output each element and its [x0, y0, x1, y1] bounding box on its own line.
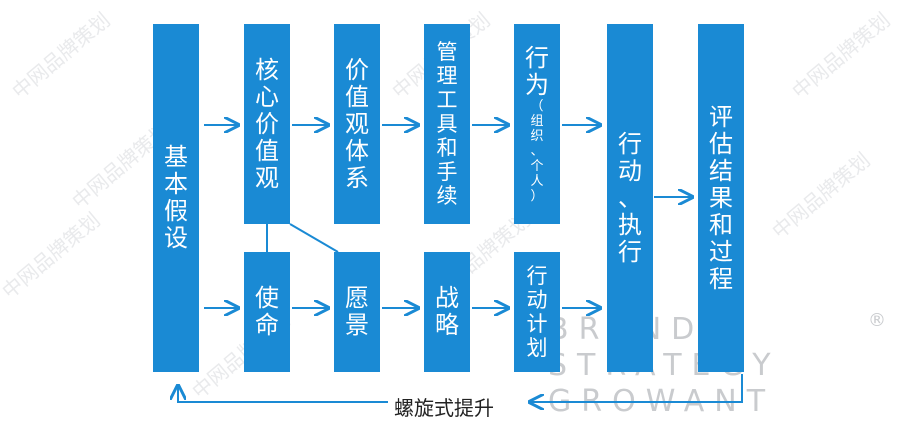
box-evaluation: 评 估 结 果 和 过 程: [698, 24, 744, 372]
box-behavior: 行 为 （ 组 织 、 个 人 ）: [514, 24, 560, 224]
registered-mark: ®: [868, 310, 886, 331]
box-strategy: 战 略: [424, 252, 470, 372]
spiral-upgrade-label: 螺旋式提升: [388, 392, 500, 421]
box-label: 行 动 、 执 行: [618, 129, 642, 266]
box-vision: 愿 景: [334, 252, 380, 372]
spiral-feedback-line-left: [178, 386, 388, 403]
box-core-values: 核 心 价 值 观: [244, 24, 290, 224]
box-label: 行 为: [525, 43, 549, 99]
spiral-feedback-line: [530, 374, 743, 402]
box-label: 管 理 工 具 和 手 续: [436, 40, 458, 208]
box-basic-assumption: 基 本 假 设: [153, 24, 199, 372]
box-label: 行 动 计 划: [526, 264, 548, 360]
link-core-vision: [289, 223, 339, 253]
box-action-plan: 行 动 计 划: [514, 252, 560, 372]
box-label: 愿 景: [345, 284, 369, 339]
box-label: 价 值 观 体 系: [345, 55, 369, 192]
box-mission: 使 命: [244, 252, 290, 372]
box-management-tools: 管 理 工 具 和 手 续: [424, 24, 470, 224]
box-execution: 行 动 、 执 行: [607, 24, 653, 372]
box-sublabel: （ 组 织 、 个 人 ）: [530, 98, 544, 204]
box-label: 核 心 价 值 观: [255, 55, 279, 192]
box-label: 评 估 结 果 和 过 程: [709, 102, 733, 293]
box-label: 基 本 假 设: [164, 143, 188, 252]
box-label: 战 略: [435, 284, 459, 339]
box-value-system: 价 值 观 体 系: [334, 24, 380, 224]
box-label: 使 命: [255, 284, 279, 339]
